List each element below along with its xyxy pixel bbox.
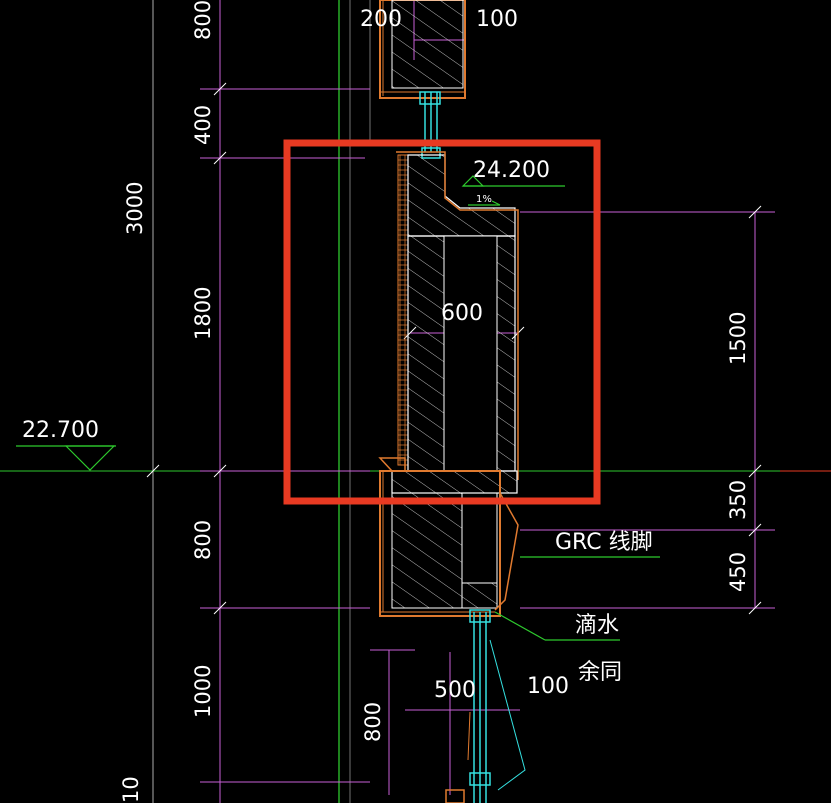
grc-label: GRC 线脚 [555, 530, 653, 555]
dim-10-bottom: 10 [119, 776, 143, 803]
dim-3000: 3000 [123, 182, 147, 235]
lower-window [445, 609, 526, 803]
upper-window [419, 91, 441, 159]
dim-1800: 1800 [191, 287, 215, 340]
level-label-left: 22.700 [22, 418, 99, 443]
dim-600: 600 [441, 301, 483, 326]
same-label: 余同 [578, 660, 622, 685]
lower-section [379, 470, 519, 617]
dim-800-low: 800 [361, 702, 385, 742]
dim-1500: 1500 [726, 312, 750, 365]
dim-100-bottom: 100 [527, 674, 569, 699]
dim-500: 500 [434, 678, 476, 703]
dim-450: 450 [726, 552, 750, 592]
dim-350: 350 [726, 480, 750, 520]
dim-800-top: 800 [191, 0, 215, 40]
dim-800-mid: 800 [191, 520, 215, 560]
drip-label: 滴水 [575, 613, 619, 638]
level-label-top: 24.200 [473, 158, 550, 183]
dim-200: 200 [360, 7, 402, 32]
upper-wall-section [379, 0, 466, 99]
slope-mark: 1% [461, 175, 565, 206]
leaders [16, 445, 660, 641]
dim-1000: 1000 [191, 665, 215, 718]
highlight-box[interactable] [283, 139, 601, 505]
dim-400: 400 [191, 105, 215, 145]
main-section [378, 151, 519, 494]
slope-label: 1% [476, 194, 492, 205]
dim-100: 100 [476, 7, 518, 32]
